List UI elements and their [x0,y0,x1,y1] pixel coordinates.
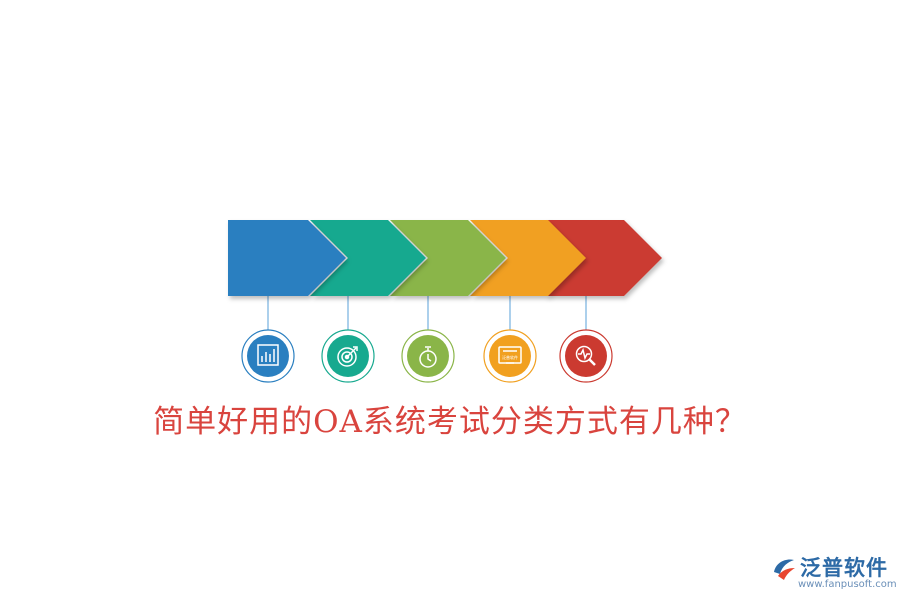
chevron-5 [546,220,662,296]
chevron-1 [228,220,346,296]
chevron-2 [310,220,426,296]
brand-logo: 泛普软件 www.fanpusoft.com [770,552,897,594]
stopwatch-icon [419,346,437,368]
monitor-label: 泛普软件 [502,354,518,360]
bar-chart-icon [257,344,279,366]
step-circle-1 [241,329,295,383]
step-circle-4: 泛普软件 [483,329,537,383]
chevron-3 [390,220,506,296]
step-circle-2 [321,329,375,383]
logo-mark-icon [774,559,795,580]
page-title: 简单好用的OA系统考试分类方式有几种？ [153,404,747,440]
step-circle-3 [401,329,455,383]
logo-url: www.fanpusoft.com [798,579,897,590]
target-icon [337,346,358,367]
magnifier-pulse-icon [575,345,596,366]
chevron-4 [470,220,586,296]
logo-name: 泛普软件 [800,556,888,580]
step-circle-5 [559,329,613,383]
monitor-icon [498,346,522,364]
